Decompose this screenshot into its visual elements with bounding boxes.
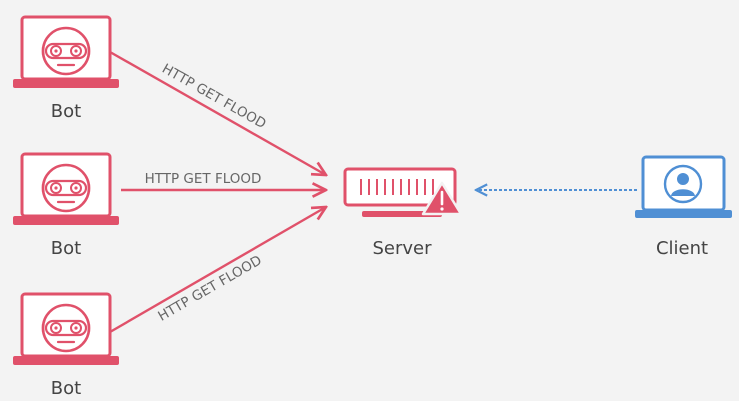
bot-middle-label: Bot: [51, 238, 81, 259]
client-label: Client: [656, 238, 708, 259]
server-warning-icon: [343, 167, 463, 217]
edge-middle-label: HTTP GET FLOOD: [145, 171, 262, 187]
bot-bottom-label: Bot: [51, 378, 81, 399]
edge-bottom: HTTP GET FLOOD: [109, 207, 326, 334]
edge-top-label: HTTP GET FLOOD: [159, 61, 269, 132]
robot-icon: [11, 292, 121, 367]
bot-top-label: Bot: [51, 101, 81, 122]
bot-top: Bot: [11, 15, 121, 122]
server: Server: [343, 167, 463, 259]
robot-icon: [11, 15, 121, 90]
edge-top: HTTP GET FLOOD: [109, 50, 326, 175]
user-icon: [635, 155, 732, 218]
bot-bottom: Bot: [11, 292, 121, 399]
edge-bottom-label: HTTP GET FLOOD: [155, 252, 264, 324]
server-label: Server: [372, 238, 432, 259]
robot-icon: [11, 152, 121, 227]
client: Client: [635, 155, 732, 259]
edge-middle: HTTP GET FLOOD: [121, 171, 326, 190]
bot-middle: Bot: [11, 152, 121, 259]
